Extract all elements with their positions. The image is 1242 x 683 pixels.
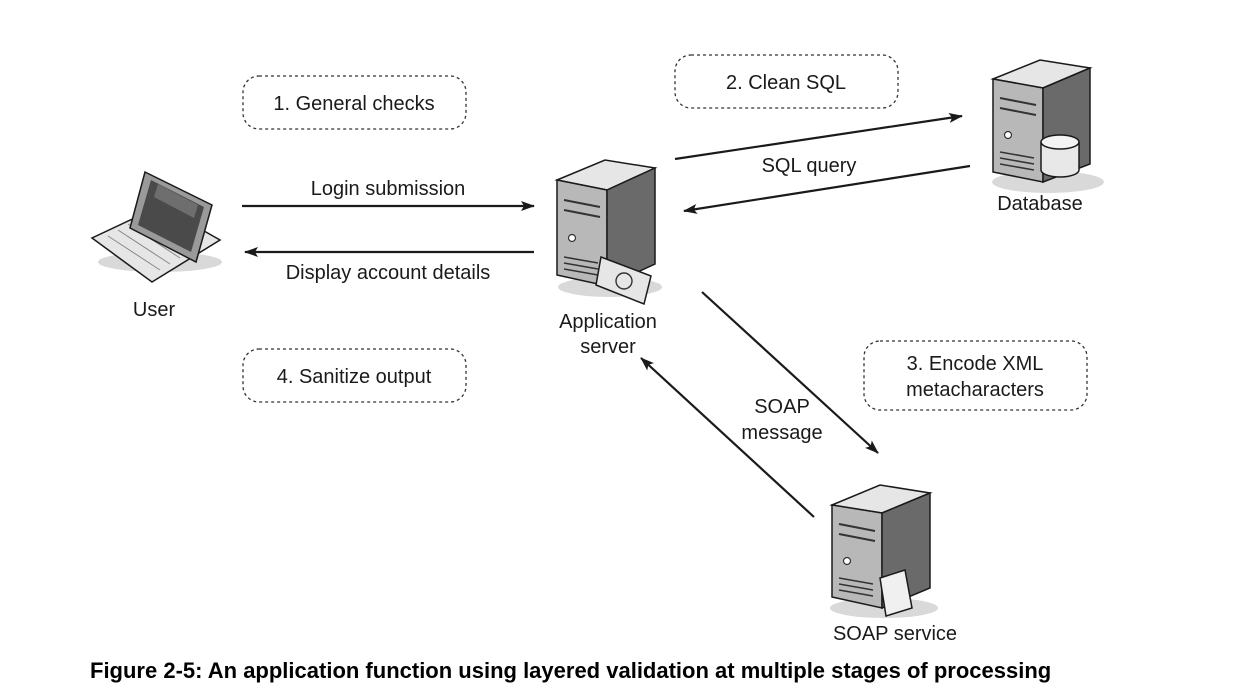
display-account-details-label: Display account details [286, 262, 491, 284]
soap-response-arrow [640, 357, 815, 518]
soap-request-arrow [701, 291, 879, 454]
sql-result-arrow [683, 164, 971, 214]
step3-box: 3. Encode XML metacharacters [863, 340, 1088, 411]
soap-message-label-line1: SOAP [754, 396, 810, 418]
step3-label-line2: metacharacters [906, 379, 1044, 401]
laptop-icon [90, 170, 222, 283]
step1-box: 1. General checks [242, 75, 467, 130]
application-server-label-line2: server [580, 336, 636, 358]
sql-query-label: SQL query [762, 155, 857, 177]
soap-service-label: SOAP service [833, 623, 957, 645]
step3-label-line1: 3. Encode XML [907, 353, 1044, 375]
database-label: Database [997, 193, 1083, 215]
step4-box: 4. Sanitize output [242, 348, 467, 403]
user-label: User [133, 299, 176, 321]
step2-box: 2. Clean SQL [674, 54, 899, 109]
sql-query-arrow [674, 112, 963, 161]
soap-service-server-icon [829, 484, 938, 618]
step2-label: 2. Clean SQL [726, 72, 846, 94]
database-server-icon [990, 59, 1104, 193]
login-submission-label: Login submission [311, 178, 466, 200]
step1-label: 1. General checks [273, 93, 434, 115]
application-server-icon [554, 159, 662, 306]
figure-caption: Figure 2-5: An application function usin… [90, 658, 1052, 683]
step4-label: 4. Sanitize output [277, 366, 432, 388]
application-server-label-line1: Application [559, 311, 657, 333]
soap-message-label-line2: message [741, 422, 822, 444]
